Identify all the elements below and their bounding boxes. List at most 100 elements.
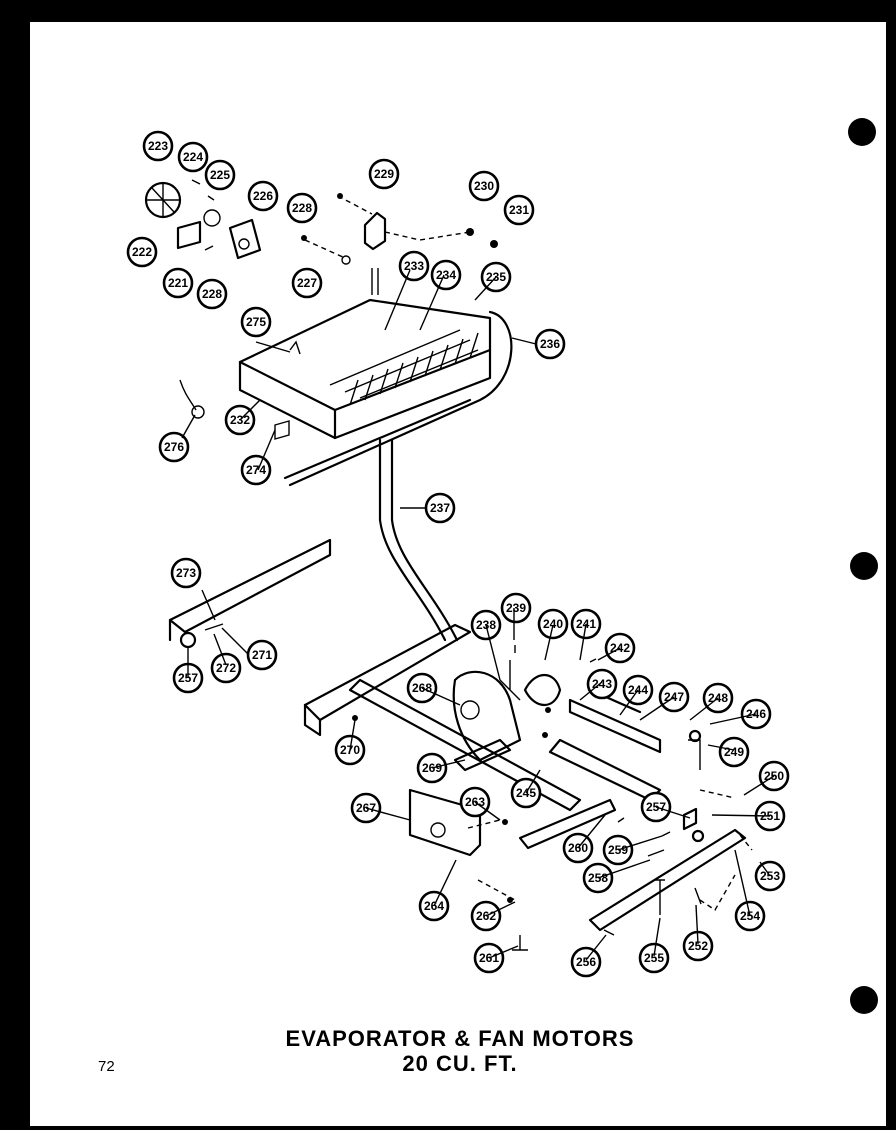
callout-228: 228 — [286, 192, 318, 224]
title-line-1: EVAPORATOR & FAN MOTORS — [285, 1026, 635, 1051]
callout-260: 260 — [562, 832, 594, 864]
callout-240: 240 — [537, 608, 569, 640]
callout-circle — [177, 141, 209, 173]
callout-circle — [142, 130, 174, 162]
callout-circle — [570, 946, 602, 978]
callout-label: 276 — [164, 440, 184, 454]
callout-label: 231 — [509, 203, 529, 217]
callout-249: 249 — [718, 736, 750, 768]
callout-229: 229 — [368, 158, 400, 190]
callout-circle — [196, 278, 228, 310]
callout-label: 273 — [176, 566, 196, 580]
callout-label: 275 — [246, 315, 266, 329]
callout-label: 229 — [374, 167, 394, 181]
callout-label: 274 — [246, 463, 266, 477]
callout-label: 253 — [760, 869, 780, 883]
callout-circle — [638, 942, 670, 974]
callout-236: 236 — [534, 328, 566, 360]
callout-label: 226 — [253, 189, 273, 203]
callout-label: 252 — [688, 939, 708, 953]
callout-circle — [291, 267, 323, 299]
callout-274: 274 — [240, 454, 272, 486]
fan-blade-drawing — [144, 179, 262, 260]
callout-label: 237 — [430, 501, 450, 515]
callout-circle — [162, 267, 194, 299]
callout-label: 228 — [292, 201, 312, 215]
callout-label: 243 — [592, 677, 612, 691]
callout-234: 234 — [430, 259, 462, 291]
callout-circle — [170, 557, 202, 589]
callout-label: 246 — [746, 707, 766, 721]
leader-lines — [181, 269, 775, 961]
callout-233: 233 — [398, 250, 430, 282]
callout-label: 240 — [543, 617, 563, 631]
callout-247: 247 — [658, 681, 690, 713]
callout-circle — [158, 431, 190, 463]
part-callouts: 2212222232242252262272282282292302312322… — [126, 130, 790, 978]
callout-label: 224 — [183, 150, 203, 164]
callout-243: 243 — [586, 668, 618, 700]
callout-label: 242 — [610, 641, 630, 655]
callout-276: 276 — [158, 431, 190, 463]
callout-230: 230 — [468, 170, 500, 202]
callout-252: 252 — [682, 930, 714, 962]
callout-label: 239 — [506, 601, 526, 615]
evaporator-drawing — [179, 268, 513, 642]
callout-231: 231 — [503, 194, 535, 226]
callout-label: 244 — [628, 683, 648, 697]
callout-239: 239 — [500, 592, 532, 624]
shroud-drawing — [301, 193, 498, 265]
callout-227: 227 — [291, 267, 323, 299]
callout-label: 272 — [216, 661, 236, 675]
callout-circle — [468, 170, 500, 202]
diagram-title: EVAPORATOR & FAN MOTORS 20 CU. FT. — [240, 1026, 680, 1076]
callout-label: 221 — [168, 276, 188, 290]
callout-label: 256 — [576, 955, 596, 969]
callout-circle — [500, 592, 532, 624]
callout-circle — [240, 306, 272, 338]
callout-circle — [126, 236, 158, 268]
callout-222: 222 — [126, 236, 158, 268]
bracket-drawing — [168, 538, 332, 649]
callout-237: 237 — [424, 492, 456, 524]
callout-label: 228 — [202, 287, 222, 301]
callout-271: 271 — [246, 639, 278, 671]
callout-255: 255 — [638, 942, 670, 974]
callout-circle — [398, 250, 430, 282]
callout-223: 223 — [142, 130, 174, 162]
binder-hole-bottom — [850, 986, 878, 1014]
callout-circle — [718, 736, 750, 768]
callout-272: 272 — [210, 652, 242, 684]
callout-circle — [204, 159, 236, 191]
callout-circle — [286, 192, 318, 224]
callout-label: 235 — [486, 270, 506, 284]
callout-label: 271 — [252, 648, 272, 662]
callout-225: 225 — [204, 159, 236, 191]
title-line-2: 20 CU. FT. — [402, 1051, 518, 1076]
callout-label: 251 — [760, 809, 780, 823]
callout-221: 221 — [162, 267, 194, 299]
callout-circle — [430, 259, 462, 291]
callout-275: 275 — [240, 306, 272, 338]
callout-label: 230 — [474, 179, 494, 193]
callout-circle — [586, 668, 618, 700]
callout-label: 222 — [132, 245, 152, 259]
binder-hole-middle — [850, 552, 878, 580]
callout-256: 256 — [570, 946, 602, 978]
callout-circle — [537, 608, 569, 640]
callout-label: 254 — [740, 909, 760, 923]
callout-label: 233 — [404, 259, 424, 273]
callout-228: 228 — [196, 278, 228, 310]
binder-hole-top — [848, 118, 876, 146]
callout-label: 249 — [724, 745, 744, 759]
callout-circle — [240, 454, 272, 486]
callout-circle — [368, 158, 400, 190]
callout-label: 225 — [210, 168, 230, 182]
callout-label: 241 — [576, 617, 596, 631]
callout-label: 223 — [148, 139, 168, 153]
callout-circle — [246, 639, 278, 671]
callout-circle — [503, 194, 535, 226]
page-number: 72 — [98, 1058, 115, 1075]
callout-circle — [210, 652, 242, 684]
